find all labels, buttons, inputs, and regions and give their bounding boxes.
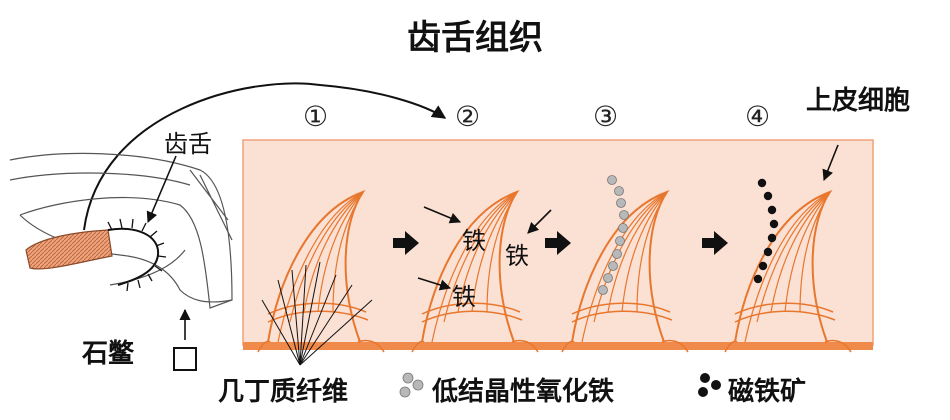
iron-label-3: 铁 — [452, 283, 476, 311]
ferrihydrite-legend-icon — [399, 372, 424, 398]
step-1-label: ① — [303, 100, 329, 133]
process-arrow-icon — [393, 231, 419, 255]
magnetite-legend-icon — [698, 373, 721, 397]
iron-arrows — [417, 206, 552, 291]
tissue-base — [243, 342, 873, 350]
page-title: 齿舌组织 — [407, 18, 543, 58]
radula-teeth-curve — [107, 227, 160, 286]
ferrihydrite-label: 低结晶性氧化铁 — [432, 377, 615, 407]
magnetite-beads — [753, 178, 779, 284]
chiton-label: 石鳖 — [82, 339, 135, 369]
chitin-fiber-lines — [261, 261, 373, 366]
iron-label-2: 铁 — [505, 242, 529, 270]
epithelial-pointer — [822, 144, 839, 182]
square-box-icon — [173, 347, 197, 371]
magnetite-label: 磁铁矿 — [728, 377, 807, 407]
ferrihydrite-beads — [598, 175, 629, 295]
step-4-label: ④ — [745, 100, 771, 133]
step-3-label: ③ — [593, 100, 619, 133]
radula-label: 齿舌 — [164, 130, 212, 158]
step-2-label: ② — [455, 100, 481, 133]
radula-rod — [25, 229, 113, 270]
radula-pointer — [146, 155, 177, 224]
chitin-fiber-label: 几丁质纤维 — [218, 377, 349, 407]
process-arrow-icon — [545, 231, 571, 255]
iron-label-1: 铁 — [462, 227, 486, 255]
radula-teeth-ticks — [107, 218, 167, 292]
epithelial-cell-label: 上皮细胞 — [806, 86, 911, 116]
process-arrow-icon — [702, 231, 728, 255]
process-arrows — [393, 231, 728, 255]
